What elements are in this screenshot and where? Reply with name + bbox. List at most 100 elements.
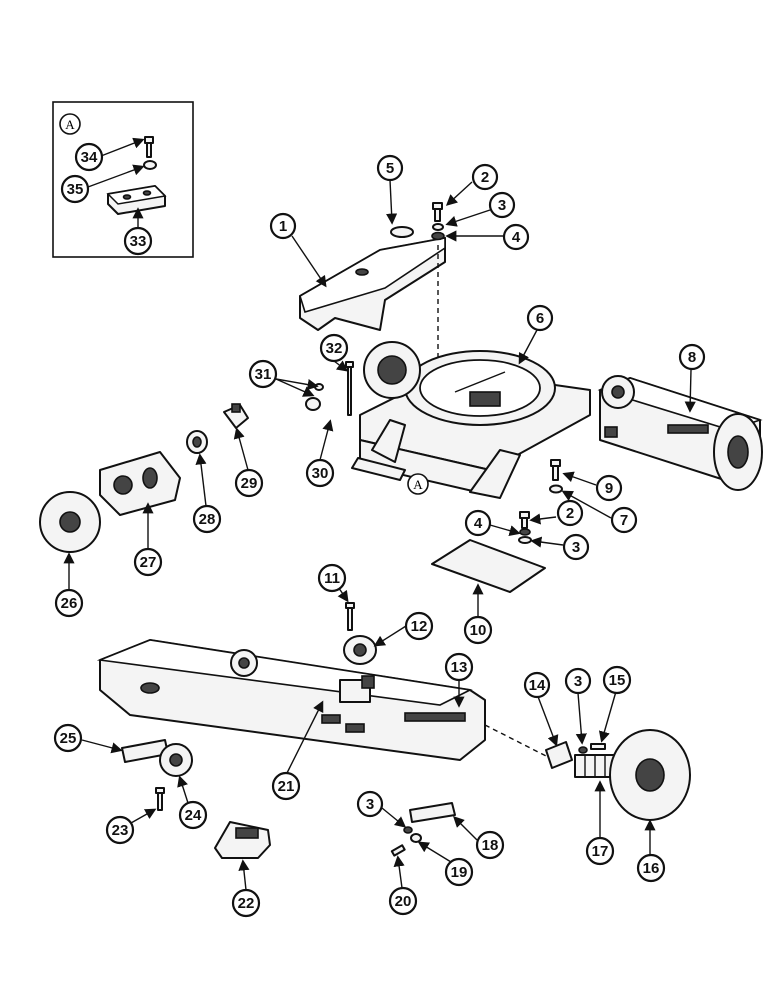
svg-text:28: 28 (199, 511, 216, 528)
base-marker: A (407, 473, 429, 495)
svg-text:31: 31 (255, 366, 272, 383)
coupling (186, 430, 208, 454)
svg-text:15: 15 (609, 672, 626, 689)
o-ring (390, 226, 414, 238)
svg-text:30: 30 (312, 465, 329, 482)
callout-22: 22 (231, 888, 261, 918)
svg-text:5: 5 (386, 160, 394, 177)
svg-text:11: 11 (324, 570, 340, 587)
svg-text:3: 3 (366, 796, 374, 813)
callout-34: 34 (74, 142, 104, 172)
plate-washer (518, 536, 532, 544)
svg-text:18: 18 (482, 837, 499, 854)
svg-text:32: 32 (326, 340, 343, 357)
svg-text:24: 24 (185, 807, 202, 824)
svg-text:21: 21 (278, 778, 295, 795)
callout-35: 35 (60, 174, 90, 204)
center-frame (351, 350, 591, 499)
wear-plate (409, 802, 456, 823)
svg-text:13: 13 (451, 659, 468, 676)
track-link (214, 821, 271, 859)
callout-24: 24 (178, 800, 208, 830)
callout-14: 14 (523, 671, 551, 699)
svg-text:25: 25 (60, 730, 77, 747)
plate-lockwasher (519, 528, 531, 536)
top-bolt (432, 202, 443, 222)
svg-text:3: 3 (498, 197, 506, 214)
callout-2-mid: 2 (556, 499, 584, 527)
leader-lines (63, 137, 696, 891)
frame-bolt (550, 459, 561, 481)
svg-text:8: 8 (688, 349, 696, 366)
callout-26: 26 (54, 588, 84, 618)
callout-9: 9 (595, 474, 623, 502)
callout-10: 10 (463, 615, 493, 645)
callout-20: 20 (388, 886, 418, 916)
callout-5: 5 (376, 154, 404, 182)
callout-2-top: 2 (471, 163, 499, 191)
callout-19: 19 (444, 857, 474, 887)
detail-a-marker: A (59, 113, 81, 135)
adjuster-cylinder (545, 741, 573, 769)
roller-bolt (155, 787, 165, 811)
callout-1: 1 (269, 212, 297, 240)
cover-plate (299, 237, 446, 331)
top-lockwasher (432, 223, 444, 231)
callout-4-top: 4 (502, 223, 530, 251)
front-idler (609, 729, 691, 821)
carrier-bolt (345, 602, 355, 631)
callout-25: 25 (53, 723, 83, 753)
callout-4-mid: 4 (464, 509, 492, 537)
lower-bolt (390, 844, 406, 857)
sprocket (39, 491, 101, 553)
svg-text:10: 10 (470, 622, 487, 639)
callout-11: 11 (317, 563, 347, 593)
callout-8: 8 (678, 343, 706, 371)
svg-text:29: 29 (241, 475, 258, 492)
svg-text:27: 27 (140, 554, 157, 571)
callout-18: 18 (475, 830, 505, 860)
svg-text:1: 1 (279, 218, 287, 235)
detail-washer (143, 160, 157, 170)
svg-text:6: 6 (536, 310, 544, 327)
svg-text:3: 3 (572, 539, 580, 556)
svg-text:A: A (65, 117, 75, 132)
svg-text:2: 2 (566, 505, 574, 522)
track-roller (159, 743, 193, 777)
svg-text:16: 16 (643, 860, 660, 877)
carrier-roller (343, 635, 377, 665)
callout-29: 29 (234, 468, 264, 498)
svg-text:35: 35 (67, 181, 84, 198)
plate-bolt (519, 511, 530, 529)
right-idler-wheel (713, 413, 763, 491)
frame-washer (549, 484, 563, 494)
track-frame (96, 639, 486, 761)
callout-3-top: 3 (488, 191, 516, 219)
rear-drive-sprocket (363, 341, 421, 399)
svg-text:23: 23 (112, 822, 129, 839)
callout-30: 30 (305, 458, 335, 488)
callout-33: 33 (123, 226, 153, 256)
final-drive-motor (99, 451, 181, 516)
callout-28: 28 (192, 504, 222, 534)
fitting (223, 403, 249, 429)
svg-text:7: 7 (620, 512, 628, 529)
svg-text:19: 19 (451, 864, 468, 881)
svg-text:A: A (413, 477, 423, 492)
svg-text:9: 9 (605, 480, 613, 497)
callout-7: 7 (610, 506, 638, 534)
svg-text:14: 14 (529, 677, 546, 694)
right-upper-roller (601, 375, 635, 409)
svg-text:34: 34 (81, 149, 98, 166)
svg-text:26: 26 (61, 595, 78, 612)
svg-text:12: 12 (411, 618, 428, 635)
svg-text:33: 33 (130, 233, 147, 250)
callout-3-right: 3 (564, 667, 592, 695)
access-plate (431, 539, 546, 593)
callout-3-bottom: 3 (356, 790, 384, 818)
callout-3-mid: 3 (562, 533, 590, 561)
callout-16: 16 (636, 853, 666, 883)
idler-washer (578, 746, 588, 754)
frame-roller-1 (230, 649, 258, 677)
